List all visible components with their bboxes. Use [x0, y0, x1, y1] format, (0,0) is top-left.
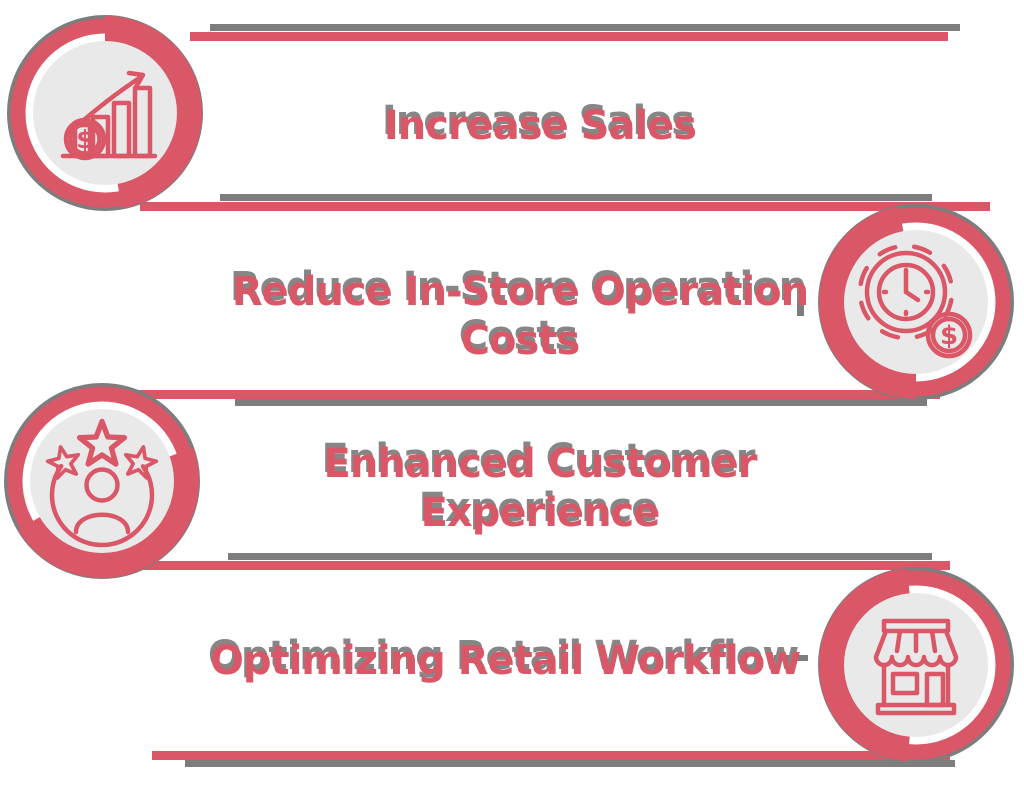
band-line: [190, 32, 948, 41]
row-title-customer-experience: Enhanced Customer Experience: [323, 441, 758, 536]
band-line: [64, 561, 950, 570]
gear-time-cost-icon: $: [857, 243, 973, 359]
badge-increase-sales: $: [0, 8, 210, 218]
band-line: [68, 390, 940, 399]
customer-rating-icon: [45, 418, 159, 548]
badge-retail-workflow: [811, 560, 1021, 770]
badge-customer-experience: [0, 376, 207, 586]
line-shadow: [210, 24, 960, 31]
swoosh-ring: [818, 204, 1014, 400]
row-title-increase-sales: Increase Sales: [383, 103, 697, 149]
band-line: [152, 751, 950, 760]
dollar-sign: $: [940, 321, 958, 351]
storefront-icon: [873, 618, 959, 716]
connector-dash: [797, 286, 804, 316]
line-shadow: [220, 194, 932, 201]
swoosh-ring: [4, 383, 200, 579]
row-title-retail-workflow: Optimizing Retail Workflow: [209, 638, 801, 684]
sales-growth-chart-icon: $: [60, 70, 158, 161]
line-shadow: [228, 553, 932, 560]
line-shadow: [235, 399, 927, 406]
badge-reduce-costs: $: [811, 197, 1021, 407]
band-line: [140, 202, 990, 211]
row-title-reduce-costs: Reduce In-Store Operation Costs: [231, 269, 809, 364]
line-shadow: [185, 760, 955, 767]
dollar-sign: $: [76, 125, 93, 154]
connector-dash: [774, 655, 808, 661]
